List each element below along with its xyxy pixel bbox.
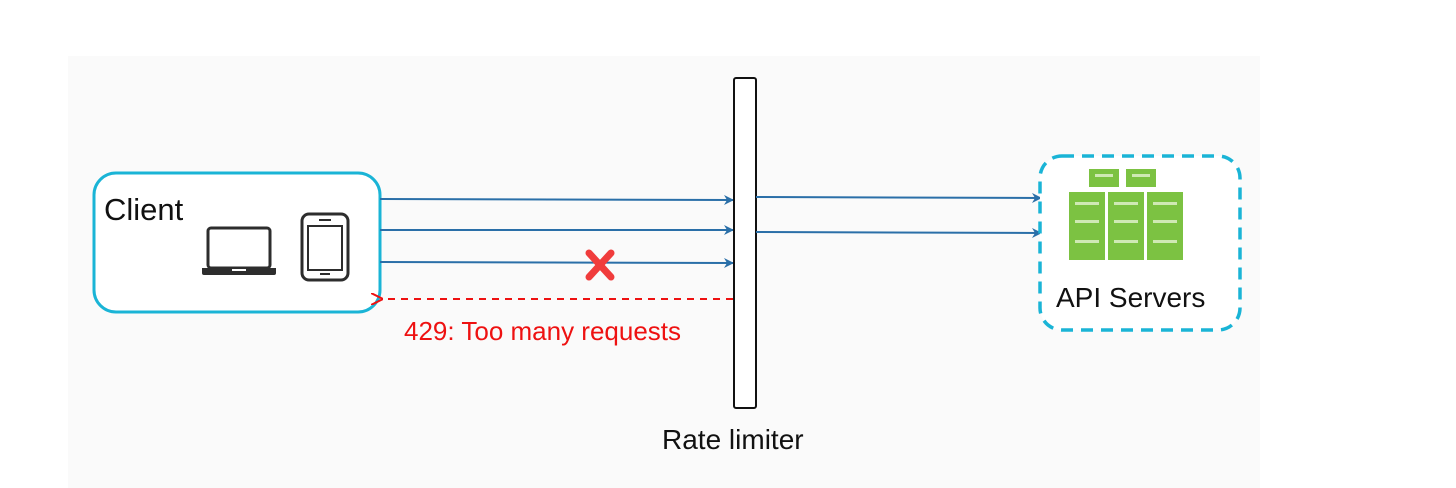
blocked-x-icon [585, 249, 615, 281]
client-box [92, 171, 382, 314]
request-arrow-1 [379, 194, 734, 205]
api-servers-label: API Servers [1056, 282, 1206, 313]
forwarded-arrow-2 [755, 227, 1042, 238]
client-label: Client [104, 192, 184, 227]
rate-limiter-bar [733, 77, 757, 409]
forwarded-arrow-1 [755, 192, 1042, 203]
request-arrow-3 [379, 257, 734, 268]
laptop-icon [202, 226, 276, 275]
server-cluster-icon [1069, 169, 1183, 260]
rate-limiter-label: Rate limiter [662, 424, 804, 455]
phone-icon [300, 212, 350, 282]
error-message-label: 429: Too many requests [404, 316, 682, 346]
